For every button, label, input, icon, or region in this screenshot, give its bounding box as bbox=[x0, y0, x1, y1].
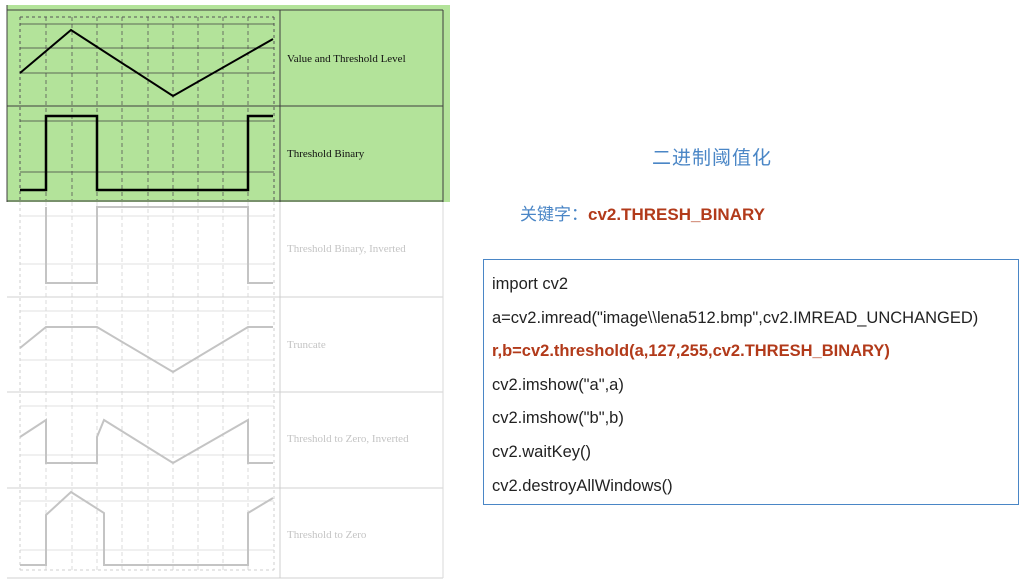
threshold-binary-inverted-wave bbox=[45, 206, 273, 284]
threshold-binary-wave bbox=[20, 114, 273, 192]
highlight-background bbox=[7, 5, 450, 202]
code-line: import cv2 bbox=[492, 275, 569, 293]
slide-title: 二进制阈值化 bbox=[652, 147, 773, 169]
code-line: cv2.waitKey() bbox=[492, 442, 592, 461]
threshold-zero-inverted-wave bbox=[19, 418, 273, 465]
truncate-wave bbox=[19, 326, 273, 374]
panel-label-threshold-binary: Threshold Binary bbox=[287, 148, 365, 160]
keyword-line: 关键字：cv2.THRESH_BINARY bbox=[520, 200, 765, 225]
code-line-highlighted: r,b=cv2.threshold(a,127,255,cv2.THRESH_B… bbox=[492, 342, 890, 361]
code-line: cv2.imshow("a",a) bbox=[492, 375, 624, 394]
threshold-types-diagram: Value and Threshold Level Threshold Bina… bbox=[6, 5, 450, 579]
panel-label-threshold-binary-inverted: Threshold Binary, Inverted bbox=[287, 243, 406, 255]
keyword-value: cv2.THRESH_BINARY bbox=[588, 205, 765, 224]
threshold-zero-wave bbox=[20, 490, 274, 566]
panel-label-threshold-zero-inverted: Threshold to Zero, Inverted bbox=[287, 433, 409, 445]
panel-label-value-threshold: Value and Threshold Level bbox=[287, 53, 406, 65]
panel-label-threshold-zero: Threshold to Zero bbox=[287, 529, 367, 541]
source-value-wave bbox=[19, 28, 274, 98]
panel-label-truncate: Truncate bbox=[287, 339, 326, 351]
code-line: cv2.destroyAllWindows() bbox=[492, 476, 673, 495]
diagram-grid bbox=[6, 5, 444, 579]
code-block: import cv2 a=cv2.imread("image\\lena512.… bbox=[483, 259, 1019, 505]
code-line: a=cv2.imread("image\\lena512.bmp",cv2.IM… bbox=[492, 308, 979, 327]
code-line: cv2.imshow("b",b) bbox=[492, 409, 624, 428]
keyword-label: 关键字： bbox=[520, 205, 588, 225]
diagram-waveforms bbox=[19, 28, 274, 566]
